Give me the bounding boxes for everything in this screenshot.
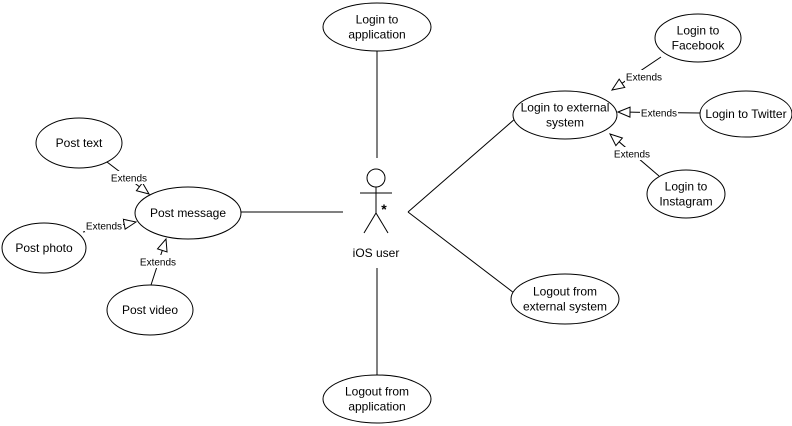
use-case-login-twitter: Login to Twitter (699, 90, 792, 138)
use-case-label: application (348, 28, 405, 42)
assoc-logout-external (407, 211, 515, 294)
extends-label: Extends (614, 150, 650, 161)
extends-label-background (613, 147, 651, 160)
actor-multiplicity: * (381, 201, 387, 217)
actor-left-leg (363, 212, 377, 234)
extends-post-text: Extends (106, 161, 151, 195)
extends-arrowhead (135, 181, 151, 195)
use-case-label: Login to external (521, 101, 610, 115)
use-case-ellipse (510, 273, 620, 325)
extends-label: Extends (111, 174, 147, 185)
use-case-post-message: Post message (134, 186, 242, 240)
use-case-ellipse (512, 90, 618, 140)
use-case-label: Login to (665, 180, 708, 194)
use-case-label: Login to (677, 24, 720, 38)
use-case-label: external system (523, 300, 607, 314)
actor-head (366, 168, 386, 188)
actor-ios-user: iOS user * (353, 168, 400, 260)
extends-arrowhead (616, 106, 631, 118)
use-case-ellipse (646, 169, 726, 219)
extends-label-background (139, 255, 177, 268)
extends-label: Extends (140, 258, 176, 269)
use-case-label: Logout from (533, 285, 597, 299)
extends-arrowhead (122, 218, 138, 230)
use-case-label: Facebook (672, 39, 726, 53)
use-case-post-text: Post text (35, 117, 123, 169)
extends-label: Extends (641, 109, 677, 120)
use-case-ellipse (699, 90, 792, 138)
extends-post-photo: Extends (82, 218, 138, 233)
use-case-label: Login to (356, 13, 399, 27)
use-case-ellipse (106, 284, 194, 336)
use-case-ellipse (322, 2, 432, 52)
extends-label-background (110, 171, 148, 184)
assoc-login-external (407, 117, 517, 213)
use-case-ellipse (1, 222, 87, 274)
use-case-ellipse (35, 117, 123, 169)
use-case-label: Post photo (15, 241, 73, 255)
use-case-post-video: Post video (106, 284, 194, 336)
extends-arrowhead (610, 78, 626, 91)
use-case-label: Post message (150, 206, 226, 220)
extends-arrowhead (156, 237, 168, 253)
extends-post-video: Extends (139, 237, 177, 286)
use-case-post-photo: Post photo (1, 222, 87, 274)
use-case-label: Post video (122, 303, 178, 317)
extends-label-background (640, 106, 678, 119)
extends-label: Extends (86, 222, 122, 233)
use-case-ellipse (654, 13, 742, 63)
extends-arrowhead (609, 133, 624, 147)
extends-label-background (85, 219, 123, 232)
edges-layer: ExtendsExtendsExtendsExtendsExtendsExten… (82, 51, 701, 375)
use-case-label: Post text (56, 136, 103, 150)
extends-label-background (625, 70, 663, 83)
use-case-label: system (546, 116, 584, 130)
use-case-label: Instagram (659, 195, 712, 209)
use-case-ellipse (322, 374, 432, 424)
actor-right-leg (375, 212, 389, 234)
extends-twitter: Extends (616, 106, 701, 120)
use-case-label: Logout from (345, 385, 409, 399)
use-case-ellipse (134, 186, 242, 240)
extends-label: Extends (626, 73, 662, 84)
extends-instagram: Extends (609, 133, 660, 177)
use-case-label: Login to Twitter (705, 107, 786, 121)
actor-name: iOS user (353, 246, 400, 260)
extends-facebook: Extends (610, 56, 663, 91)
use-case-label: application (348, 400, 405, 414)
